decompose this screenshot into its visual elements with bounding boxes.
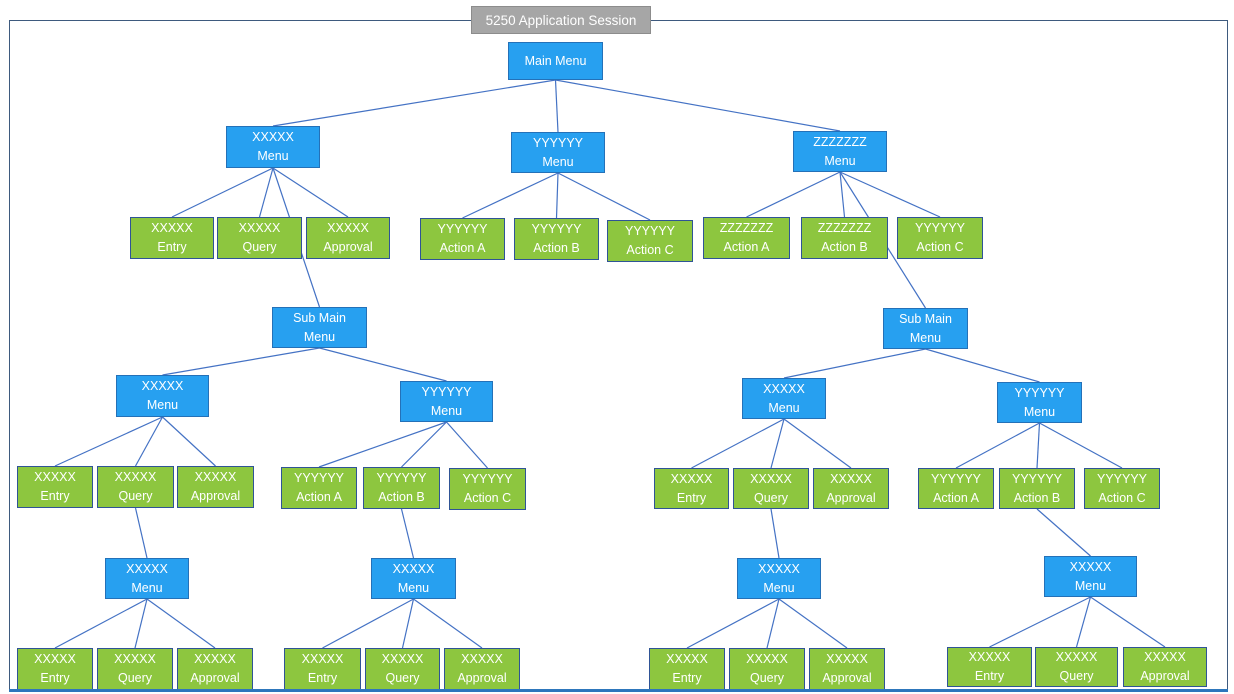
xxxxx-approval-l7-g3: XXXXX Approval [809, 648, 885, 690]
edge-xxxxx-menu-l4-right--xxxxx-approval-l5-g3 [783, 418, 852, 469]
yyyyyy-action-b-l3: YYYYYY Action B [514, 218, 599, 260]
edge-xxxxx-menu-l6-1--xxxxx-entry-l7-g1 [54, 598, 148, 649]
xxxxx-entry-l7-g4: XXXXX Entry [947, 647, 1032, 687]
edge-sub-main-menu-right--yyyyyy-menu-l4-right [925, 348, 1040, 383]
xxxxx-query-l5-g3: XXXXX Query [733, 468, 809, 509]
edge-xxxxx-menu-l6-2--xxxxx-query-l7-g2 [401, 598, 415, 649]
edge-xxxxx-menu-l6-4--xxxxx-query-l7-g4 [1075, 596, 1092, 648]
zzzzzzz-menu-l2: ZZZZZZZ Menu [793, 131, 887, 172]
xxxxx-query-l3: XXXXX Query [217, 217, 302, 259]
zzzzzzz-action-a-l3: ZZZZZZZ Action A [703, 217, 790, 259]
edge-xxxxx-menu-l4-left--xxxxx-approval-l5-g1 [162, 416, 216, 467]
yyyyyy-action-a-l5-g4: YYYYYY Action A [918, 468, 994, 509]
xxxxx-menu-l2: XXXXX Menu [226, 126, 320, 168]
edge-xxxxx-query-l5-g1--xxxxx-menu-l6-1 [134, 507, 148, 559]
main-menu: Main Menu [508, 42, 603, 80]
edge-sub-main-menu-right--xxxxx-menu-l4-right [783, 348, 926, 379]
edge-xxxxx-menu-l6-1--xxxxx-query-l7-g1 [134, 598, 148, 649]
xxxxx-entry-l7-g3: XXXXX Entry [649, 648, 725, 690]
edge-zzzzzzz-menu-l2--yyyyyy-action-c2-l3 [839, 171, 941, 218]
yyyyyy-menu-l4-right: YYYYYY Menu [997, 382, 1082, 423]
edge-xxxxx-menu-l6-2--xxxxx-approval-l7-g2 [413, 598, 483, 649]
edge-xxxxx-menu-l6-2--xxxxx-entry-l7-g2 [322, 598, 414, 649]
sub-main-menu-left: Sub Main Menu [272, 307, 367, 348]
edge-yyyyyy-action-b-l5-g2--xxxxx-menu-l6-2 [400, 508, 415, 559]
xxxxx-menu-l6-1: XXXXX Menu [105, 558, 189, 599]
xxxxx-query-l7-g4: XXXXX Query [1035, 647, 1118, 687]
xxxxx-entry-l3: XXXXX Entry [130, 217, 214, 259]
xxxxx-approval-l3: XXXXX Approval [306, 217, 390, 259]
edge-main-menu--yyyyyy-menu-l2 [554, 79, 559, 133]
edge-yyyyyy-menu-l2--yyyyyy-action-b-l3 [555, 172, 559, 219]
xxxxx-menu-l4-right: XXXXX Menu [742, 378, 826, 419]
xxxxx-query-l7-g3: XXXXX Query [729, 648, 805, 690]
xxxxx-approval-l5-g3: XXXXX Approval [813, 468, 889, 509]
edge-yyyyyy-menu-l4-right--yyyyyy-action-a-l5-g4 [955, 422, 1040, 469]
xxxxx-menu-l6-3: XXXXX Menu [737, 558, 821, 599]
edge-xxxxx-query-l5-g3--xxxxx-menu-l6-3 [770, 508, 780, 559]
edge-xxxxx-menu-l6-4--xxxxx-approval-l7-g4 [1090, 596, 1166, 648]
edge-yyyyyy-menu-l4-left--yyyyyy-action-b-l5-g2 [401, 421, 447, 468]
edge-yyyyyy-action-b-l5-g4--xxxxx-menu-l6-4 [1036, 508, 1091, 557]
diagram-title: 5250 Application Session [471, 6, 651, 34]
edge-yyyyyy-menu-l4-left--yyyyyy-action-c-l5-g2 [446, 421, 488, 469]
yyyyyy-action-c-l5-g2: YYYYYY Action C [449, 468, 526, 510]
edge-yyyyyy-menu-l4-right--yyyyyy-action-c-l5-g4 [1039, 422, 1123, 469]
edge-xxxxx-menu-l6-4--xxxxx-entry-l7-g4 [989, 596, 1091, 648]
edge-xxxxx-menu-l2--xxxxx-query-l3 [258, 167, 274, 218]
yyyyyy-action-c-l5-g4: YYYYYY Action C [1084, 468, 1160, 509]
zzzzzzz-action-b-l3: ZZZZZZZ Action B [801, 217, 888, 259]
frame-bottom-accent [9, 689, 1228, 692]
sub-main-menu-right: Sub Main Menu [883, 308, 968, 349]
yyyyyy-action-b-l5-g4: YYYYYY Action B [999, 468, 1075, 509]
edge-sub-main-menu-left--yyyyyy-menu-l4-left [319, 347, 447, 382]
yyyyyy-menu-l4-left: YYYYYY Menu [400, 381, 493, 422]
yyyyyy-action-c-l3: YYYYYY Action C [607, 220, 693, 262]
xxxxx-entry-l7-g2: XXXXX Entry [284, 648, 361, 690]
xxxxx-approval-l7-g1: XXXXX Approval [177, 648, 253, 690]
edge-yyyyyy-menu-l4-right--yyyyyy-action-b-l5-g4 [1036, 422, 1041, 469]
edge-zzzzzzz-menu-l2--zzzzzzz-action-a-l3 [746, 171, 841, 218]
xxxxx-entry-l5-g3: XXXXX Entry [654, 468, 729, 509]
edge-xxxxx-menu-l4-right--xxxxx-query-l5-g3 [770, 418, 785, 469]
xxxxx-approval-l7-g4: XXXXX Approval [1123, 647, 1207, 687]
yyyyyy-action-a-l5-g2: YYYYYY Action A [281, 467, 357, 509]
edge-xxxxx-menu-l2--xxxxx-entry-l3 [171, 167, 274, 218]
edge-xxxxx-menu-l6-3--xxxxx-query-l7-g3 [766, 598, 780, 649]
yyyyyy-menu-l2: YYYYYY Menu [511, 132, 605, 173]
edge-yyyyyy-menu-l4-left--yyyyyy-action-a-l5-g2 [318, 421, 447, 468]
edge-main-menu--zzzzzzz-menu-l2 [555, 79, 841, 132]
edge-xxxxx-menu-l6-3--xxxxx-entry-l7-g3 [686, 598, 780, 649]
edge-zzzzzzz-menu-l2--zzzzzzz-action-b-l3 [839, 171, 846, 218]
xxxxx-approval-l7-g2: XXXXX Approval [444, 648, 520, 690]
xxxxx-query-l7-g2: XXXXX Query [365, 648, 440, 690]
edge-xxxxx-menu-l4-right--xxxxx-entry-l5-g3 [691, 418, 785, 469]
yyyyyy-action-b-l5-g2: YYYYYY Action B [363, 467, 440, 509]
edge-xxxxx-menu-l6-1--xxxxx-approval-l7-g1 [146, 598, 216, 649]
edge-xxxxx-menu-l4-left--xxxxx-entry-l5-g1 [54, 416, 163, 467]
xxxxx-menu-l4-left: XXXXX Menu [116, 375, 209, 417]
edge-yyyyyy-menu-l2--yyyyyy-action-a-l3 [462, 172, 559, 219]
yyyyyy-action-a-l3: YYYYYY Action A [420, 218, 505, 260]
edge-xxxxx-menu-l4-left--xxxxx-query-l5-g1 [134, 416, 164, 467]
xxxxx-query-l7-g1: XXXXX Query [97, 648, 173, 690]
edge-sub-main-menu-left--xxxxx-menu-l4-left [162, 347, 320, 376]
xxxxx-entry-l7-g1: XXXXX Entry [17, 648, 93, 690]
edge-yyyyyy-menu-l2--yyyyyy-action-c-l3 [557, 172, 651, 221]
xxxxx-entry-l5-g1: XXXXX Entry [17, 466, 93, 508]
yyyyyy-action-c2-l3: YYYYYY Action C [897, 217, 983, 259]
xxxxx-menu-l6-2: XXXXX Menu [371, 558, 456, 599]
xxxxx-menu-l6-4: XXXXX Menu [1044, 556, 1137, 597]
xxxxx-query-l5-g1: XXXXX Query [97, 466, 174, 508]
xxxxx-approval-l5-g1: XXXXX Approval [177, 466, 254, 508]
edge-xxxxx-menu-l6-3--xxxxx-approval-l7-g3 [778, 598, 848, 649]
edge-xxxxx-menu-l2--xxxxx-approval-l3 [272, 167, 349, 218]
edge-main-menu--xxxxx-menu-l2 [272, 79, 556, 127]
